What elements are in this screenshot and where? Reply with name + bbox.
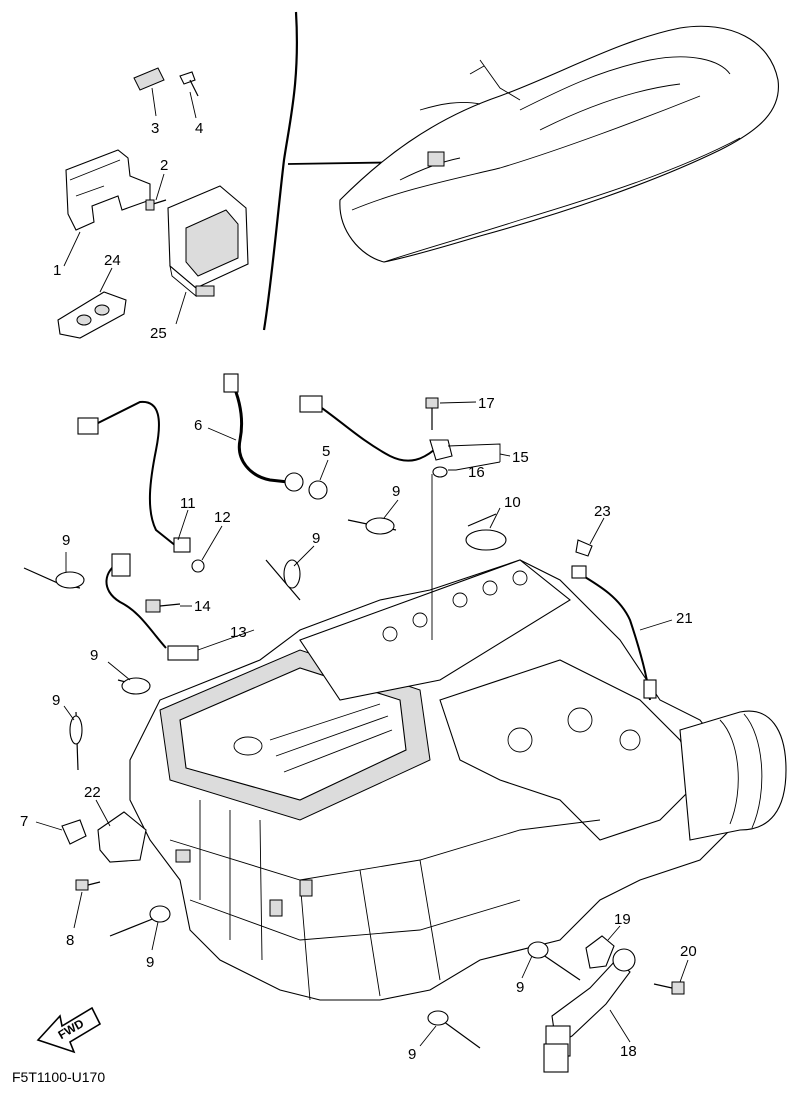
callout-21: 21 <box>676 610 693 627</box>
bracket-part-1[interactable] <box>65 149 151 231</box>
gasket-part-19[interactable] <box>585 935 615 969</box>
callout-9-h: 9 <box>408 1046 416 1063</box>
callout-16: 16 <box>468 464 485 481</box>
callout-19: 19 <box>614 911 631 928</box>
ecu-module-part-25[interactable] <box>167 185 249 297</box>
bolt-part-8[interactable] <box>75 879 101 891</box>
callout-9-g: 9 <box>516 979 524 996</box>
callout-9-c: 9 <box>312 530 320 547</box>
key-fob-part-24[interactable] <box>57 291 127 339</box>
sensor-part-7[interactable] <box>61 819 87 845</box>
bracket-part-22[interactable] <box>97 811 147 863</box>
callout-23: 23 <box>594 503 611 520</box>
cable-tie-part-9[interactable] <box>347 517 397 535</box>
cable-tie-part-9[interactable] <box>69 711 83 771</box>
callout-2: 2 <box>160 157 168 174</box>
o-ring-part-16[interactable] <box>432 466 448 478</box>
bolt-part-4[interactable] <box>179 71 199 97</box>
forward-direction-arrow: FWD <box>36 1006 102 1054</box>
callout-24: 24 <box>104 252 121 269</box>
diagram-code: F5T1100-U170 <box>12 1069 105 1085</box>
sensor-part-13[interactable] <box>105 553 199 661</box>
callout-9-b: 9 <box>62 532 70 549</box>
callout-13: 13 <box>230 624 247 641</box>
callout-8: 8 <box>66 932 74 949</box>
callout-17: 17 <box>478 395 495 412</box>
washer-part-12[interactable] <box>191 559 205 573</box>
engine-block <box>129 559 787 1001</box>
plate-part-3[interactable] <box>133 67 165 91</box>
callout-10: 10 <box>504 494 521 511</box>
clip-part-23[interactable] <box>575 539 593 557</box>
callout-1: 1 <box>53 262 61 279</box>
ecu-mount-group <box>57 67 249 339</box>
callout-3: 3 <box>151 120 159 137</box>
group-divider-bracket <box>262 11 299 331</box>
bolt-part-17[interactable] <box>425 397 439 430</box>
sensor-part-18[interactable] <box>543 948 636 1073</box>
callout-6: 6 <box>194 417 202 434</box>
sensor-assembly-part-15[interactable] <box>299 395 453 462</box>
callout-25: 25 <box>150 325 167 342</box>
cable-tie-part-9[interactable] <box>427 1010 481 1049</box>
callout-9-f: 9 <box>146 954 154 971</box>
watercraft-outline <box>339 25 780 263</box>
cable-tie-part-9[interactable] <box>527 941 581 981</box>
callout-22: 22 <box>84 784 101 801</box>
callout-9-e: 9 <box>52 692 60 709</box>
plug-part-5[interactable] <box>308 480 328 500</box>
callout-9-d: 9 <box>90 647 98 664</box>
harness-part-6[interactable] <box>223 373 304 492</box>
bolt-part-14[interactable] <box>145 599 181 613</box>
cable-tie-part-9[interactable] <box>117 677 151 695</box>
screw-part-2[interactable] <box>145 199 167 211</box>
cable-tie-part-9[interactable] <box>265 559 301 601</box>
callout-labels: 3 4 2 1 24 25 17 6 15 5 16 9 10 11 23 12… <box>20 120 697 1063</box>
cable-tie-part-9[interactable] <box>23 567 85 589</box>
bolt-part-20[interactable] <box>653 981 685 995</box>
callout-18: 18 <box>620 1043 637 1060</box>
callout-14: 14 <box>194 598 211 615</box>
leader-lines <box>35 401 689 1047</box>
callout-9-a: 9 <box>392 483 400 500</box>
clamp-part-10[interactable] <box>465 513 507 551</box>
callout-5: 5 <box>322 443 330 460</box>
cable-tie-part-9[interactable] <box>109 905 171 937</box>
callout-15: 15 <box>512 449 529 466</box>
callout-20: 20 <box>680 943 697 960</box>
callout-12: 12 <box>214 509 231 526</box>
callout-4: 4 <box>195 120 203 137</box>
harness-part-21[interactable] <box>571 565 657 701</box>
callout-7: 7 <box>20 813 28 830</box>
callout-11: 11 <box>180 495 196 512</box>
harness-part-11[interactable] <box>77 400 191 553</box>
